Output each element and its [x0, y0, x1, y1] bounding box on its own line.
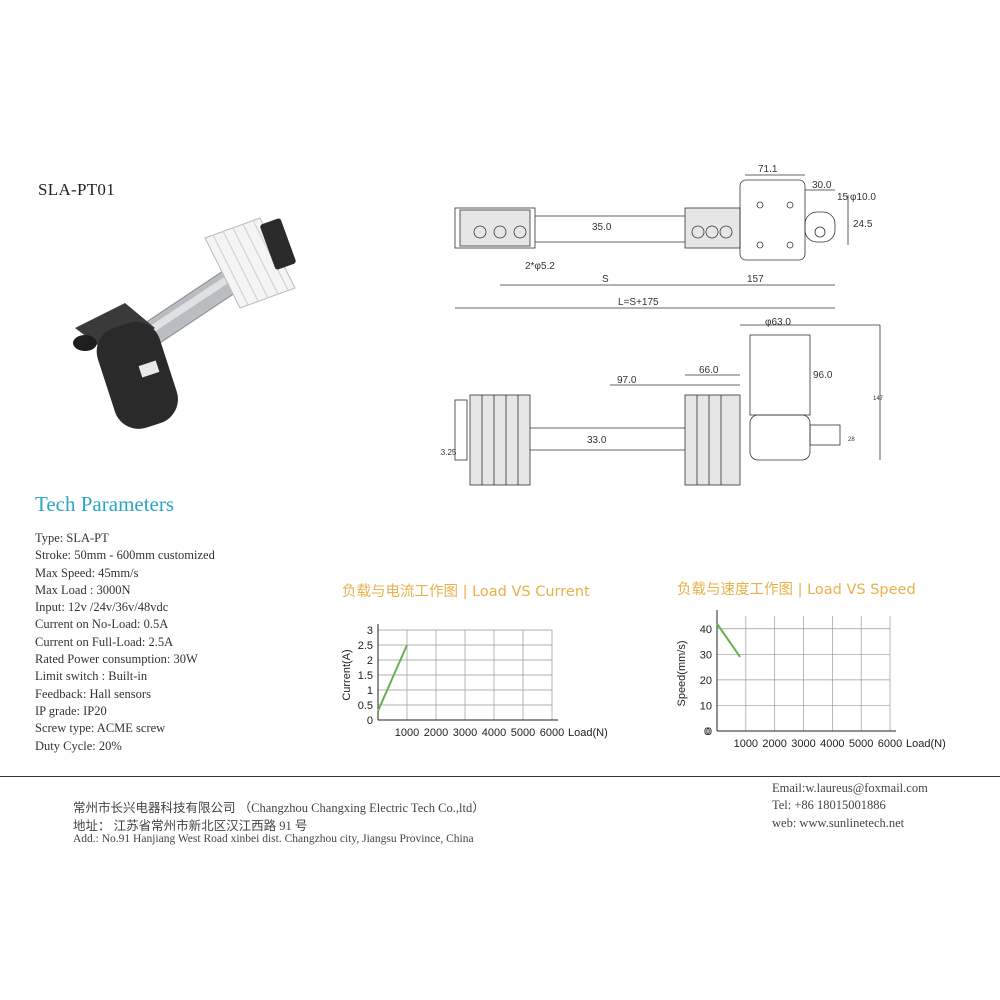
- current-chart-title: 负载与电流工作图 | Load VS Current: [342, 584, 590, 600]
- x-tick-label: 2000: [762, 738, 786, 750]
- dim-hole: 2*φ5.2: [525, 261, 555, 272]
- param-limit-switch: Limit switch : Built-in: [35, 669, 148, 684]
- dim-71: 71.1: [758, 164, 778, 175]
- x-tick-label: 1000: [395, 727, 419, 739]
- dim-157: 157: [747, 274, 764, 285]
- dim-66: 66.0: [699, 365, 719, 376]
- y-tick-label: 0.5: [358, 700, 373, 712]
- dim-97: 97.0: [617, 375, 637, 386]
- param-duty-cycle: Duty Cycle: 20%: [35, 738, 122, 753]
- x-tick-label: 4000: [482, 727, 506, 739]
- y-tick-label: 40: [700, 624, 712, 636]
- param-no-load-current: Current on No-Load: 0.5A: [35, 617, 169, 632]
- x-tick-label: 5000: [511, 727, 535, 739]
- dim-15: 15: [837, 192, 849, 203]
- product-model-title: SLA-PT01: [38, 180, 116, 199]
- x-axis-label: Load(N): [568, 727, 608, 739]
- y-tick-label: 10: [700, 700, 712, 712]
- contact-web: web: www.sunlinetech.net: [772, 816, 905, 830]
- param-screw-type: Screw type: ACME screw: [35, 721, 166, 736]
- dim-30: 30.0: [812, 180, 832, 191]
- y-tick-label: 2: [367, 655, 373, 667]
- x-tick-label: 2000: [424, 727, 448, 739]
- y-tick-label: 2.5: [358, 640, 373, 652]
- param-max-speed: Max Speed: 45mm/s: [35, 565, 139, 580]
- x-axis-label: Load(N): [906, 738, 946, 750]
- y-tick-label: 1.5: [358, 670, 373, 682]
- x-tick-label: 1000: [734, 738, 758, 750]
- x-tick-label: 5000: [849, 738, 873, 750]
- y-tick-label: 0: [367, 715, 373, 727]
- series-line: [377, 644, 408, 712]
- param-input: Input: 12v /24v/36v/48vdc: [35, 600, 169, 615]
- dim-147: 147: [873, 396, 884, 402]
- dim-28: 28: [848, 437, 855, 443]
- y-tick-label: 20: [700, 675, 712, 687]
- white-heat-sink: [204, 217, 296, 309]
- top-view: [454, 174, 849, 309]
- side-view: [454, 324, 881, 486]
- dim-63: φ63.0: [765, 317, 791, 328]
- actuator-product-image: [73, 217, 296, 429]
- param-stroke: Stroke: 50mm - 600mm customized: [35, 548, 215, 563]
- y-tick-label: 1: [367, 685, 373, 697]
- address-chinese: 地址： 江苏省常州市新北区汉江西路 91 号: [73, 819, 308, 833]
- param-max-load: Max Load : 3000N: [35, 582, 131, 597]
- load-vs-current-chart: 1000 2000 3000 4000 5000 6000 0 0.5 1 1.5 2 2.5 3Loa…: [341, 624, 608, 739]
- tech-parameters-heading: Tech Parameters: [35, 492, 175, 516]
- dimension-drawing: 71.1 30.0 15 φ10.0 24.5 35.0 2*φ5.2 S 15…: [440, 164, 884, 486]
- contact-email: Email:w.laureus@foxmail.com: [772, 781, 928, 795]
- dim-l: L=S+175: [618, 297, 659, 308]
- x-tick-label: 6000: [878, 738, 902, 750]
- dim-r325: R3.25: [440, 448, 457, 457]
- param-rated-power: Rated Power consumption: 30W: [35, 652, 198, 667]
- dim-s: S: [602, 274, 609, 285]
- dim-33: 33.0: [587, 435, 607, 446]
- footer-divider: [0, 776, 1000, 777]
- company-name: 常州市长兴电器科技有限公司 （Changzhou Changxing Elect…: [73, 801, 485, 815]
- speed-chart-title: 负载与速度工作图 | Load VS Speed: [677, 582, 916, 598]
- address-english: Add.: No.91 Hanjiang West Road xinbei di…: [73, 833, 474, 845]
- y-tick-label: 30: [700, 649, 712, 661]
- x-tick-label: 6000: [540, 727, 564, 739]
- x-tick-label: 3000: [453, 727, 477, 739]
- motor-housing: [73, 303, 178, 429]
- x-tick-label: 0: [704, 726, 710, 738]
- series-line: [716, 623, 741, 658]
- y-axis-label: Current(A): [341, 649, 353, 700]
- x-tick-label: 4000: [820, 738, 844, 750]
- y-axis-label: Speed(mm/s): [676, 640, 688, 706]
- x-tick-label: 3000: [791, 738, 815, 750]
- y-tick-label: 0: [706, 726, 712, 738]
- contact-tel: Tel: +86 18015001886: [772, 798, 886, 812]
- param-ip-grade: IP grade: IP20: [35, 703, 107, 718]
- tech-parameters-list: Type: SLA-PT Stroke: 50mm - 600mm custom…: [35, 530, 215, 755]
- param-type: Type: SLA-PT: [35, 531, 109, 545]
- dim-24-5: 24.5: [853, 219, 873, 230]
- y-tick-label: 3: [367, 625, 373, 637]
- dim-10: φ10.0: [850, 192, 876, 203]
- param-full-load-current: Current on Full-Load: 2.5A: [35, 634, 174, 649]
- param-feedback: Feedback: Hall sensors: [35, 686, 151, 701]
- dim-96: 96.0: [813, 370, 833, 381]
- dim-35: 35.0: [592, 222, 612, 233]
